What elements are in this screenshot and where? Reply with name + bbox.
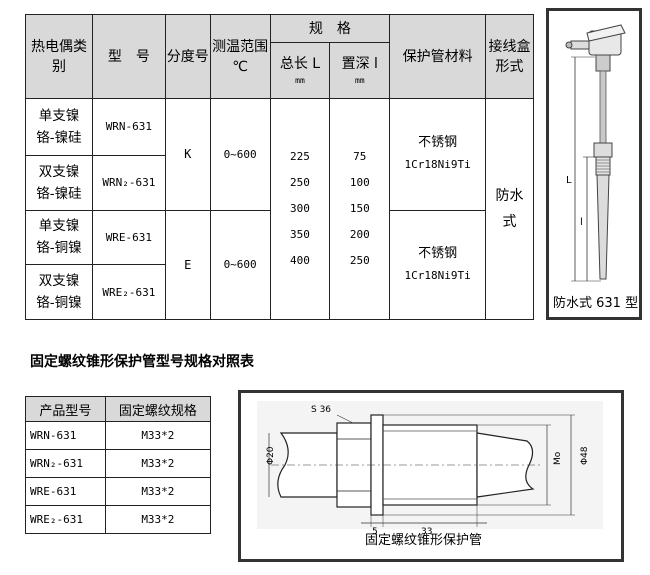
dim-l-label: l — [580, 217, 583, 228]
range-cell: 0~600 — [209, 209, 271, 321]
header-material: 保护管材料 — [389, 14, 487, 99]
table-row: WRN-631 M33*2 — [25, 421, 212, 450]
dim-L-label: L — [566, 175, 572, 186]
product-model-cell: WRN₂-631 — [25, 449, 106, 478]
product-model-cell: WRE₂-631 — [25, 505, 106, 534]
product-photo-frame: L l 防水式 631 型 — [546, 8, 642, 320]
header-model: 型 号 — [91, 14, 166, 99]
thread-spec-cell: M33*2 — [104, 449, 212, 478]
product-model-cell: WRE-631 — [25, 477, 106, 506]
table-row: 双支镍铬-铜镍 WRE₂-631 — [25, 264, 534, 320]
dim-5-label: 5 — [372, 527, 378, 537]
header-total-length: 总长 L mm — [269, 42, 331, 99]
thread-table: 产品型号 固定螺纹规格 WRN-631 M33*2 WRN₂-631 M33*2… — [25, 396, 212, 534]
photo-caption: 防水式 631 型 — [553, 296, 639, 311]
category-cell: 双支镍铬-铜镍 — [25, 264, 93, 320]
dim-s-label: S 36 — [311, 405, 331, 415]
thermocouple-illustration: L l — [565, 24, 626, 282]
header-temp-range: 测温范围 ℃ — [209, 14, 271, 99]
material-cell: 不锈钢 1Cr18Ni9Ti — [389, 209, 487, 321]
technical-drawing-frame: S 36 Φ20 Mo Φ48 5 33 固定螺纹锥形保护管 — [238, 390, 624, 562]
thread-spec-cell: M33*2 — [104, 505, 212, 534]
table-row: WRE-631 M33*2 — [25, 477, 212, 506]
graduation-cell: K — [164, 98, 211, 211]
header-category: 热电偶类别 — [25, 14, 93, 99]
thread-spec-cell: M33*2 — [104, 477, 212, 506]
header-spec: 规 格 — [269, 14, 391, 43]
model-cell: WRE₂-631 — [91, 264, 166, 320]
range-cell: 0~600 — [209, 98, 271, 211]
total-length-cell: 225 250 300 350 400 — [269, 98, 331, 320]
header-thread-spec: 固定螺纹规格 — [104, 396, 212, 422]
table-row: WRN₂-631 M33*2 — [25, 449, 212, 478]
graduation-cell: E — [164, 209, 211, 321]
drawing-caption: 固定螺纹锥形保护管 — [365, 533, 483, 548]
category-cell: 单支镍铬-铜镍 — [25, 209, 93, 266]
dim-phi48-label: Φ48 — [580, 446, 590, 465]
header-box-form: 接线盒形式 — [485, 14, 534, 99]
table-row: 双支镍铬-镍硅 WRN₂-631 — [25, 154, 534, 211]
model-cell: WRE-631 — [91, 209, 166, 266]
thread-drawing: S 36 Φ20 Mo Φ48 5 33 — [257, 401, 603, 537]
dim-33-label: 33 — [421, 527, 432, 537]
model-cell: WRN₂-631 — [91, 154, 166, 211]
insert-depth-cell: 75 100 150 200 250 — [329, 98, 391, 320]
box-form-cell: 防水式 — [485, 98, 534, 320]
table-row: WRE₂-631 M33*2 — [25, 505, 212, 534]
model-cell: WRN-631 — [91, 98, 166, 156]
section-title: 固定螺纹锥形保护管型号规格对照表 — [30, 354, 254, 370]
category-cell: 单支镍铬-镍硅 — [25, 98, 93, 156]
header-insert-depth: 置深 l mm — [329, 42, 391, 99]
spec-table: 热电偶类别 型 号 分度号 测温范围 ℃ 规 格 保护管材料 接线盒形式 总长 … — [25, 14, 534, 321]
table-row: 单支镍铬-镍硅 WRN-631 K 0~600 225 250 300 350 … — [25, 98, 534, 320]
table-row: 单支镍铬-铜镍 WRE-631 E 0~600 不锈钢 1Cr18Ni9Ti — [25, 209, 534, 321]
dim-mo-label: Mo — [553, 451, 563, 465]
thread-spec-cell: M33*2 — [104, 421, 212, 450]
header-product-model: 产品型号 — [25, 396, 106, 422]
header-graduation: 分度号 — [164, 14, 211, 99]
product-model-cell: WRN-631 — [25, 421, 106, 450]
category-cell: 双支镍铬-镍硅 — [25, 154, 93, 211]
dim-phi20-label: Φ20 — [266, 446, 276, 465]
material-cell: 不锈钢 1Cr18Ni9Ti — [389, 98, 487, 211]
